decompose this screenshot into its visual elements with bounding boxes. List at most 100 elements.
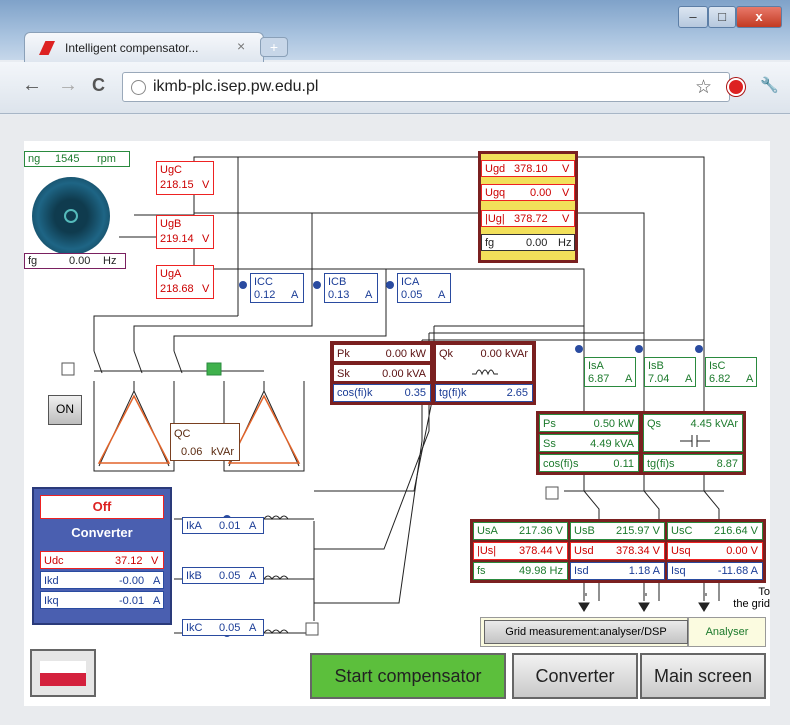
main-screen-button[interactable]: Main screen: [640, 653, 766, 699]
tab-close-icon[interactable]: ×: [237, 38, 246, 54]
ugd-label: Ugd: [485, 163, 506, 175]
usq-label: Usq: [671, 545, 691, 557]
generator-motor-icon: [24, 177, 120, 255]
usd-label: Usd: [574, 545, 594, 557]
usa-value: 217.36 V: [518, 525, 563, 537]
back-icon[interactable]: ←: [22, 74, 42, 96]
new-tab-button[interactable]: +: [260, 37, 288, 57]
ps-cell: Ps 0.50 kW: [539, 414, 639, 432]
uga-unit: V: [202, 283, 210, 295]
usb-label: UsB: [574, 525, 595, 537]
us-mag-cell: |Us| 378.44 V: [473, 542, 568, 560]
converter-button[interactable]: Converter: [512, 653, 638, 699]
globe-icon: [131, 80, 146, 95]
ikq-label: Ikq: [44, 595, 59, 607]
current-ikb: IkB 0.05 A: [182, 567, 264, 584]
isc-label: IsC: [709, 360, 726, 372]
sk-cell: Sk 0.00 kVA: [333, 364, 431, 382]
ps-value: 0.50 kW: [593, 418, 634, 430]
voltage-ugb: UgB 219.14 V: [156, 215, 214, 249]
ss-cell: Ss 4.49 kVA: [539, 434, 639, 452]
ika-value: 0.01: [219, 520, 241, 532]
usb-value: 215.97 V: [615, 525, 660, 537]
fs-label: fs: [477, 565, 486, 577]
isb-unit: A: [685, 373, 693, 385]
favicon-icon: [39, 41, 55, 55]
ugd-value: 378.10: [514, 163, 548, 175]
ugb-unit: V: [202, 233, 210, 245]
ugc-unit: V: [202, 179, 210, 191]
converter-status: Off: [40, 495, 164, 519]
stop-extension-icon[interactable]: [727, 78, 745, 96]
isb-label: IsB: [648, 360, 664, 372]
ikd-cell: Ikd -0.00 A: [40, 571, 164, 589]
ug-magnitude-cell: |Ug| 378.72 V: [481, 210, 575, 227]
qk-label: Qk: [439, 348, 454, 360]
isc-value: 6.82: [709, 373, 731, 385]
qs-label: Qs: [647, 418, 662, 430]
gen-freq-unit: Hz: [103, 255, 117, 267]
on-button[interactable]: ON: [48, 395, 82, 425]
grid-measurement-button[interactable]: Grid measurement:analyser/DSP: [484, 620, 688, 644]
language-flag-button[interactable]: [30, 649, 96, 697]
qc-unit: kVAr: [211, 446, 235, 458]
fg-label: fg: [485, 237, 495, 249]
ikb-unit: A: [249, 570, 257, 582]
ikc-value: 0.05: [219, 622, 241, 634]
window-close-button[interactable]: x: [736, 6, 782, 28]
isq-label: Isq: [671, 565, 686, 577]
isd-label: Isd: [574, 565, 589, 577]
ugb-value: 219.14: [160, 233, 194, 245]
usd-value: 378.34 V: [615, 545, 660, 557]
to-grid-label: To the grid: [733, 586, 770, 610]
ica-label: ICA: [401, 276, 420, 288]
tg-k-label: tg(fi)k: [439, 387, 467, 399]
qc-label: QC: [174, 428, 191, 440]
pk-cell: Pk 0.00 kW: [333, 344, 431, 362]
forward-icon[interactable]: →: [58, 74, 78, 96]
udc-cell: Udc 37.12 V: [40, 551, 164, 569]
qc-readout: QC 0.06 kVAr: [170, 423, 240, 461]
generator-summary: Ugd 378.10 V Ugq 0.00 V |Ug| 378.72 V fg…: [478, 151, 578, 263]
usc-value: 216.64 V: [713, 525, 758, 537]
us-mag-value: 378.44 V: [518, 545, 563, 557]
uga-value: 218.68: [160, 283, 194, 295]
capacitor-icon: [680, 435, 710, 447]
minimize-button[interactable]: –: [678, 6, 708, 28]
current-icc: ICC 0.12 A: [250, 273, 304, 303]
start-compensator-button[interactable]: Start compensator: [310, 653, 506, 699]
icb-unit: A: [365, 289, 373, 301]
converter-title: Converter: [71, 525, 133, 540]
ugc-value: 218.15: [160, 179, 194, 191]
current-isa: IsA 6.87 A: [584, 357, 636, 387]
ika-unit: A: [249, 520, 257, 532]
ss-label: Ss: [543, 438, 556, 450]
wrench-icon[interactable]: 🔧: [760, 77, 779, 94]
cos-k-value: 0.35: [404, 387, 426, 399]
bookmark-star-icon[interactable]: ☆: [695, 77, 713, 98]
tg-s-value: 8.87: [716, 458, 738, 470]
us-mag-label: |Us|: [477, 545, 497, 557]
fg-value: 0.00: [526, 237, 548, 249]
ugd-unit: V: [562, 163, 570, 175]
icc-unit: A: [291, 289, 299, 301]
gen-frequency: fg 0.00 Hz: [24, 253, 126, 269]
speed-readout: ng 1545 rpm: [24, 151, 130, 167]
maximize-button[interactable]: □: [708, 6, 736, 28]
browser-tab[interactable]: Intelligent compensator... ×: [24, 32, 264, 62]
tg-s-cell: tg(fi)s 8.87: [643, 454, 743, 472]
uga-label: UgA: [160, 268, 182, 280]
inductor-icon: [472, 369, 498, 376]
converter-panel: Off Converter Udc 37.12 V Ikd -0.00 A Ik…: [32, 487, 172, 625]
ika-label: IkA: [186, 520, 202, 532]
ug-mag-label: |Ug|: [485, 213, 505, 225]
ikb-label: IkB: [186, 570, 202, 582]
reload-icon[interactable]: C: [92, 75, 105, 95]
ugq-label: Ugq: [485, 187, 506, 199]
fs-value: 49.98 Hz: [518, 565, 563, 577]
url-text: ikmb-plc.isep.pw.edu.pl: [153, 78, 319, 95]
address-bar[interactable]: ikmb-plc.isep.pw.edu.pl: [122, 72, 730, 102]
